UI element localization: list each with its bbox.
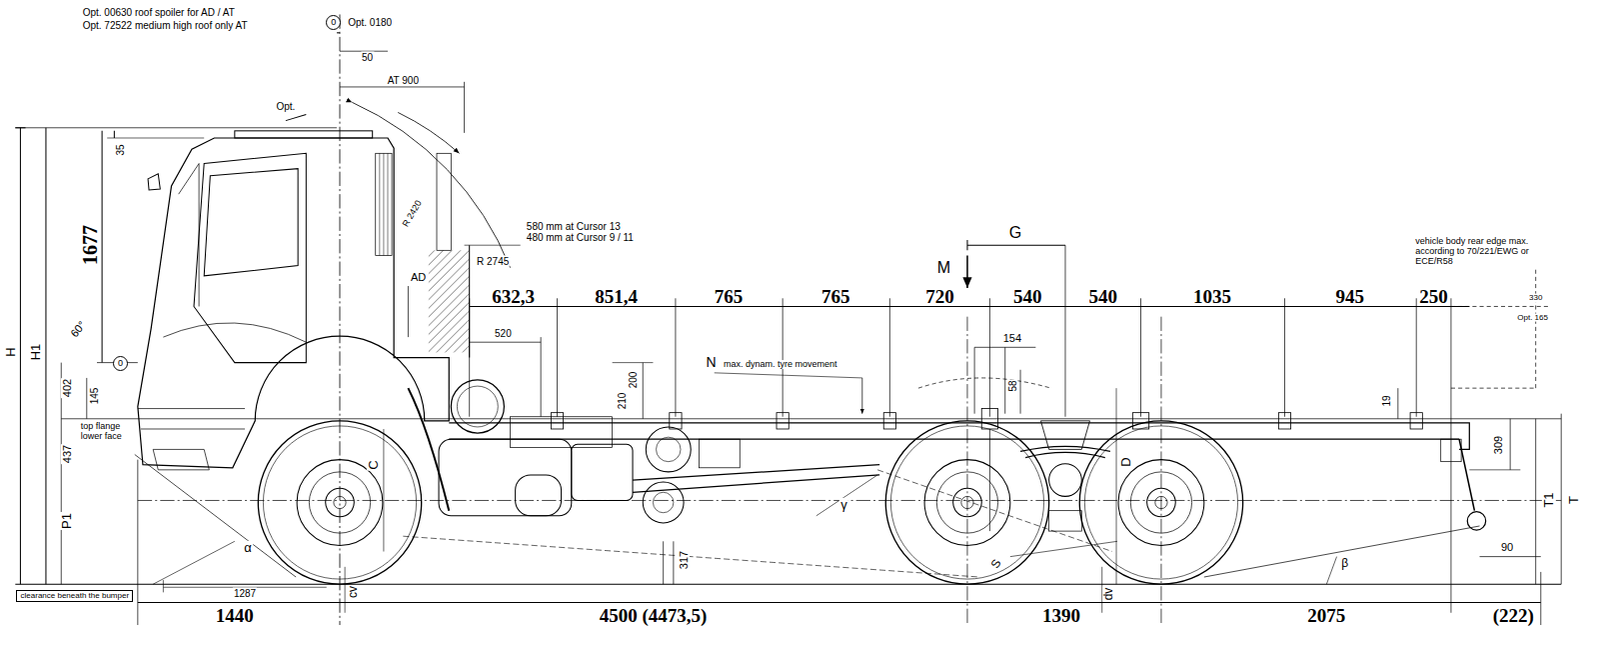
drawing-label: 437: [60, 443, 73, 464]
dimension-value: 2075: [1306, 604, 1347, 626]
reference-mark: 0: [330, 17, 336, 27]
drawing-label: H1: [28, 342, 43, 362]
drawing-label: 480 mm at Cursor 9 / 11: [525, 230, 635, 242]
drawing-label: 1287: [232, 587, 257, 599]
dimension-value: 765: [820, 286, 852, 308]
drawing-label: 60°: [66, 317, 88, 340]
drawing-label: β: [1340, 556, 1350, 570]
drawing-label: 90: [1500, 540, 1515, 553]
drawing-label: 58: [1006, 378, 1018, 392]
drawing-label: AD: [409, 270, 427, 283]
drawing-label: 309: [1492, 434, 1505, 455]
drawing-label: S: [987, 555, 1004, 571]
dimension-value: 4500 (4473,5): [598, 604, 709, 626]
drawing-label: Opt. 00630 roof spoiler for AD / AT: [81, 6, 236, 18]
drawing-label: N: [705, 355, 718, 371]
drawing-label: H: [3, 346, 18, 358]
drawing-label: D: [1119, 455, 1134, 467]
dimension-value: 1035: [1192, 286, 1233, 308]
drawing-label: R 2745: [475, 255, 510, 267]
dimension-value: 1440: [214, 604, 255, 626]
drawing-label: 154: [1002, 331, 1023, 344]
drawing-label: C: [366, 458, 381, 470]
dimension-value: 250: [1418, 286, 1450, 308]
dimension-value: 632,3: [490, 286, 536, 308]
drawing-label: max. dynam. tyre movement: [722, 359, 839, 370]
drawing-label: vehicle body rear edge max. according to…: [1414, 236, 1539, 267]
dimension-value: 1677: [78, 223, 101, 266]
drawing-label: G: [1008, 223, 1023, 242]
drawing-label: P1: [59, 511, 74, 530]
drawing-label: α: [242, 540, 253, 555]
drawing-label: 520: [493, 326, 513, 338]
drawing-label: T: [1567, 494, 1582, 505]
reference-circle: 0: [112, 355, 128, 371]
drawing-label: 145: [87, 386, 99, 406]
drawing-label: R 2420: [399, 197, 424, 230]
drawing-label: Opt. 165: [1516, 312, 1550, 322]
drawing-label: 50: [360, 51, 374, 63]
dimension-value: 540: [1012, 286, 1044, 308]
drawing-label: 19: [1380, 394, 1392, 408]
drawing-label: 210: [615, 391, 627, 411]
note-box: clearance beneath the bumper: [15, 589, 133, 602]
dimension-value: 945: [1335, 286, 1367, 308]
drawing-label: γ: [839, 497, 849, 512]
drawing-label: Opt.: [274, 100, 296, 112]
drawing-label: cv: [347, 584, 361, 599]
drawing-label: Opt. 0180: [346, 16, 393, 28]
drawing-label: T1: [1542, 491, 1557, 509]
drawing-label: Opt. 72522 medium high roof only AT: [81, 18, 249, 30]
drawing-label: M: [936, 258, 952, 277]
drawing-label: 402: [60, 377, 73, 398]
dimension-value: 540: [1088, 286, 1120, 308]
drawing-label: top flange lower face: [79, 421, 137, 442]
reference-circle: 0: [325, 14, 341, 30]
dimension-value: 720: [924, 286, 956, 308]
reference-mark: 0: [117, 358, 123, 368]
drawing-label: 317: [677, 548, 690, 569]
drawing-label: dv: [1102, 586, 1116, 602]
note-text: clearance beneath the bumper: [20, 591, 130, 600]
drawing-label: 200: [627, 369, 639, 389]
dimension-value: 851,4: [593, 286, 639, 308]
dimension-value: 765: [713, 286, 745, 308]
drawing-label: AT 900: [386, 73, 420, 85]
drawing-label: 580 mm at Cursor 13: [525, 219, 622, 231]
dimension-value: (222): [1492, 604, 1536, 626]
drawing-label: 330: [1528, 293, 1544, 303]
dimension-value: 1390: [1041, 604, 1082, 626]
drawing-label: 35: [114, 143, 126, 157]
